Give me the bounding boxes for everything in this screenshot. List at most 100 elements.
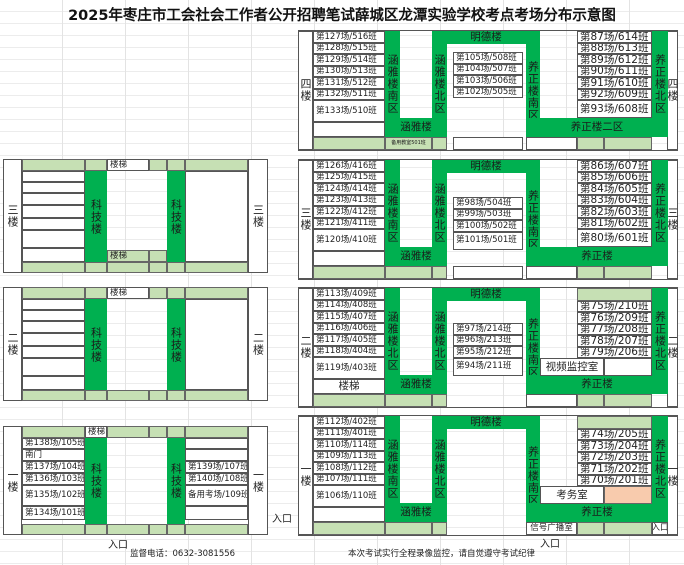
exam-room: 第109场/113班 xyxy=(313,450,385,462)
bottom-cell xyxy=(185,524,248,535)
floor-label: 三楼 xyxy=(251,204,265,228)
bottom-cell xyxy=(149,390,167,401)
blank-room xyxy=(22,310,85,321)
exam-room: 第88场/613班 xyxy=(577,42,652,54)
blank-room xyxy=(22,358,85,376)
exam-room: 第99场/503班 xyxy=(453,208,523,220)
exam-room: 第100场/502班 xyxy=(453,220,523,232)
exam-room: 第140场/108班 xyxy=(185,473,248,485)
exam-room: 第97场/214班 xyxy=(453,323,523,335)
supervision-phone: 监督电话：0632-3081556 xyxy=(130,549,236,559)
building-yangzheng-band: 养正楼 xyxy=(526,247,668,266)
exam-room: 第138场/105班 xyxy=(22,438,85,449)
entrance-label: 入口 xyxy=(108,540,128,551)
exam-room: 第70场/201班 xyxy=(577,474,652,486)
exam-room: 第92场/609班 xyxy=(577,88,652,100)
exam-room: 第137场/104班 xyxy=(22,461,85,473)
bottom-cell xyxy=(149,524,167,535)
blank-room xyxy=(22,248,85,262)
blank-room xyxy=(185,171,248,262)
exam-room: 第119场/403班 xyxy=(313,357,385,379)
bottom-cell xyxy=(85,390,107,401)
blank-room xyxy=(185,438,248,449)
stairs-label: 楼梯 xyxy=(85,426,107,438)
floor-label: 一楼 xyxy=(299,463,312,487)
floor-label-right-box xyxy=(248,426,268,535)
top-cell xyxy=(167,287,185,299)
blank-cell xyxy=(313,507,385,522)
blank-cell xyxy=(604,358,652,376)
bottom-cell xyxy=(167,390,185,401)
building-hanya-left-strip: 涵雅楼北区 xyxy=(385,288,400,394)
building-hanya-north: 涵雅楼北区 xyxy=(432,31,447,137)
floor-label-left-box xyxy=(3,426,22,535)
bottom-cell xyxy=(526,137,577,150)
bottom-cell xyxy=(604,394,652,407)
floor-label-left-box xyxy=(298,160,313,279)
floor-label-left-box xyxy=(298,288,313,407)
stairs-label: 楼梯 xyxy=(107,159,149,171)
exam-room: 第129场/514班 xyxy=(313,54,385,66)
blank-cell xyxy=(577,416,652,429)
bottom-cell xyxy=(167,524,185,535)
exam-room: 第133场/510班 xyxy=(313,100,385,122)
building-hanya-left-strip: 涵雅楼南区 xyxy=(385,160,400,266)
building-yangzheng-south: 养正楼南区 xyxy=(526,429,540,522)
exam-room: 第74场/205班 xyxy=(577,428,652,440)
blank-room xyxy=(22,182,85,193)
floor-label-left-box xyxy=(3,159,22,273)
building-hanya-left-strip: 涵雅楼南区 xyxy=(385,31,400,137)
bottom-cell xyxy=(526,394,577,407)
building-yangzheng-south: 养正楼南区 xyxy=(526,173,540,266)
blank-room xyxy=(22,218,85,230)
blank-cell xyxy=(313,251,385,266)
blank-room xyxy=(22,333,85,346)
exam-room: 第96场/213班 xyxy=(453,334,523,346)
entrance-label: 入口 xyxy=(272,514,292,525)
building-hanya-north: 涵雅楼北区 xyxy=(432,160,447,266)
exam-room: 第81场/602班 xyxy=(577,217,652,229)
exam-room: 第108场/112班 xyxy=(313,462,385,474)
exam-room: 第84场/605班 xyxy=(577,183,652,195)
exam-room: 第87场/614班 xyxy=(577,31,652,43)
top-cell xyxy=(149,287,167,299)
bottom-cell xyxy=(432,266,447,279)
bottom-cell xyxy=(577,137,604,150)
bottom-cell xyxy=(604,266,652,279)
building-hanya-north: 涵雅楼北区 xyxy=(432,288,447,394)
exam-room: 第105场/508班 xyxy=(453,52,523,64)
building-yangzheng-north: 养正楼北区 xyxy=(652,288,668,394)
stairs-label: 楼梯 xyxy=(107,250,149,262)
exam-room: 第121场/411班 xyxy=(313,217,385,229)
exam-room: 第123场/413班 xyxy=(313,194,385,206)
bottom-cell xyxy=(526,266,577,279)
exam-room: 第135场/102班 xyxy=(22,485,85,506)
exam-room: 第106场/110班 xyxy=(313,485,385,507)
floor-label-left-box xyxy=(298,416,313,535)
building-keji-left: 科技楼 xyxy=(85,171,107,262)
exam-room: 第130场/513班 xyxy=(313,65,385,77)
exam-room: 第73场/204班 xyxy=(577,440,652,452)
floor-label-right-box xyxy=(248,287,268,401)
bottom-cell xyxy=(313,266,385,279)
exam-room: 第128场/515班 xyxy=(313,42,385,54)
floor-label: 四楼 xyxy=(299,78,312,102)
building-yangzheng-band: 养正楼二区 xyxy=(526,118,668,137)
exam-room: 南门 xyxy=(22,449,85,461)
exam-room: 第127场/516班 xyxy=(313,31,385,43)
top-cell xyxy=(85,287,107,299)
exam-room: 第114场/408班 xyxy=(313,299,385,311)
spare-room-note: 备用教室501班 xyxy=(385,137,432,150)
blank-cell xyxy=(313,122,385,137)
building-mingde: 明德楼 xyxy=(432,416,540,429)
exam-room: 第104场/507班 xyxy=(453,63,523,75)
exam-room: 第107场/111班 xyxy=(313,473,385,485)
top-cell xyxy=(22,287,85,299)
floor-label: 一楼 xyxy=(251,468,265,493)
blank-room xyxy=(22,230,85,248)
entrance-label: 入口 xyxy=(540,539,560,550)
blank-room xyxy=(22,376,85,390)
building-keji-left: 科技楼 xyxy=(85,438,107,524)
exam-room: 第116场/406班 xyxy=(313,322,385,334)
exam-room: 第75场/210班 xyxy=(577,300,652,312)
